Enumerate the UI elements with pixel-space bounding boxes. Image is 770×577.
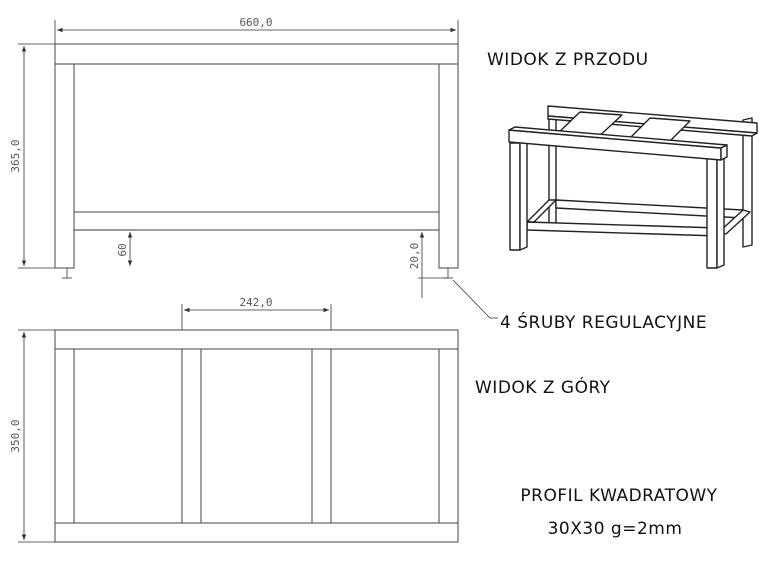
front-foot-dimension: 20,0 [408, 229, 448, 298]
front-foot-label: 20,0 [408, 243, 421, 270]
front-width-label: 660,0 [239, 16, 272, 29]
top-left-rail [54, 348, 75, 524]
adjusting-screws-label: 4 ŚRUBY REGULACYJNE [500, 311, 707, 333]
front-right-leg [438, 63, 459, 269]
top-outer-frame [54, 329, 459, 543]
front-shelf-dimension: 60 [74, 229, 136, 266]
top-front-rail [54, 522, 459, 543]
top-back-rail [54, 329, 459, 350]
top-crossbar-left [181, 348, 202, 524]
top-crossbar-right [311, 348, 332, 524]
front-right-foot [443, 268, 453, 279]
front-width-dimension: 660,0 [54, 16, 459, 44]
top-depth-dimension: 350,0 [9, 329, 55, 543]
front-height-label: 365,0 [9, 139, 22, 172]
top-right-rail [438, 348, 459, 524]
profile-spec-line2: 30X30 g=2mm [548, 519, 683, 539]
top-span-label: 242,0 [239, 296, 272, 309]
adjusting-screws-callout: 4 ŚRUBY REGULACYJNE [452, 279, 707, 333]
front-top-rail [54, 43, 459, 65]
isometric-view [508, 105, 758, 269]
front-left-leg [54, 63, 75, 269]
front-left-foot [62, 268, 72, 279]
top-view: 242,0 350,0 [9, 296, 459, 543]
front-height-dimension: 365,0 [9, 43, 66, 269]
front-shelf-label: 60 [116, 243, 129, 256]
front-bottom-rail [73, 211, 440, 231]
top-depth-label: 350,0 [9, 419, 22, 452]
profile-spec-line1: PROFIL KWADRATOWY [520, 486, 717, 506]
top-view-title: WIDOK Z GÓRY [475, 376, 611, 398]
front-view: 660,0 365,0 60 [9, 16, 459, 298]
front-view-title: WIDOK Z PRZODU [487, 50, 649, 70]
